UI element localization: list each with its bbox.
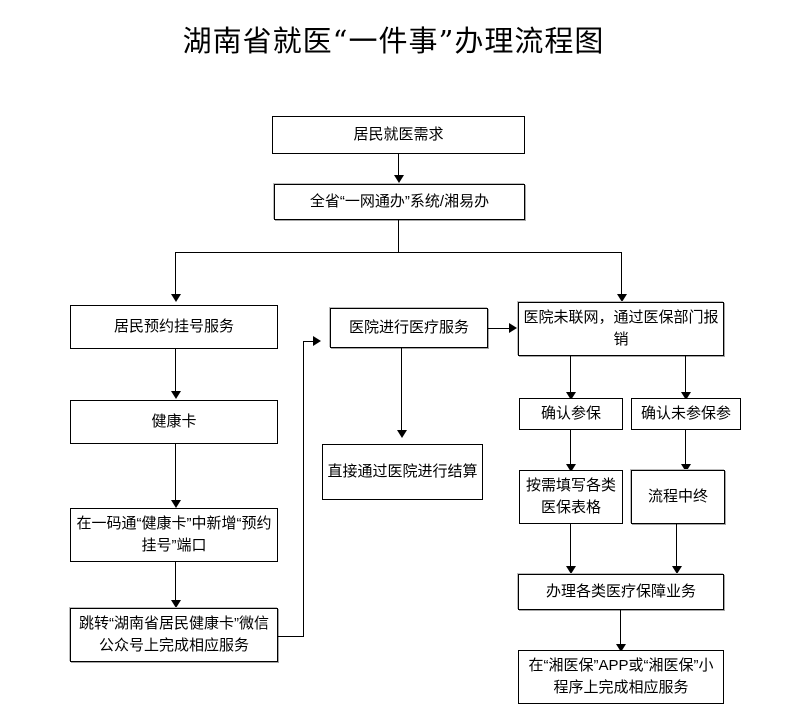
connector-addport-to-wechat — [175, 562, 176, 600]
arrowhead-hospital-to-notnetworked — [509, 323, 517, 333]
connector-notnetworked-to-notinsured — [685, 356, 686, 392]
page-title: 湖南省就医“一件事”办理流程图 — [182, 24, 605, 58]
arrowhead-fillforms-to-handlebusiness — [566, 566, 576, 574]
node-xiang-insurance-app: 在“湘医保”APP或“湘医保”小程序上完成相应服务 — [518, 650, 724, 704]
connector-system-trunk — [398, 220, 399, 253]
node-process-terminated: 流程中终 — [631, 470, 725, 524]
connector-wechat-to-hospital-horizontal-lower — [278, 636, 304, 637]
node-resident-need: 居民就医需求 — [272, 116, 525, 154]
node-fill-insurance-forms: 按需填写各类医保表格 — [519, 470, 623, 524]
node-add-appointment-port-label: 在一码通“健康卡”中新增“预约挂号”端口 — [76, 515, 272, 554]
connector-hospital-to-notnetworked — [488, 328, 510, 329]
connector-processend-to-handlebusiness — [676, 524, 677, 566]
connector-notnetworked-to-insured — [570, 356, 571, 392]
node-provincial-system: 全省“一网通办”系统/湘易办 — [274, 184, 525, 220]
node-appointment-service: 居民预约挂号服务 — [70, 305, 278, 349]
connector-handlebusiness-to-xiangapp — [620, 610, 621, 644]
connector-wechat-to-hospital-horizontal-upper — [303, 341, 318, 342]
node-hospital-medical-service: 医院进行医疗服务 — [330, 308, 488, 348]
node-health-card-label: 健康卡 — [151, 413, 197, 431]
arrowhead-wechat-to-hospital — [313, 336, 321, 346]
connector-split-to-left — [175, 252, 176, 294]
arrowhead-healthcard-to-addport — [171, 500, 181, 508]
node-direct-settlement-label: 直接通过医院进行结算 — [327, 463, 478, 481]
node-resident-need-label: 居民就医需求 — [353, 126, 444, 144]
connector-appointment-to-healthcard — [175, 349, 176, 391]
arrowhead-handlebusiness-to-xiangapp — [616, 644, 626, 652]
connector-split-to-right — [621, 252, 622, 294]
connector-notinsured-to-processend — [685, 430, 686, 464]
node-health-card: 健康卡 — [70, 400, 278, 444]
connector-need-to-system — [398, 154, 399, 175]
node-confirm-insured-label: 确认参保 — [540, 405, 601, 423]
arrowhead-split-to-right — [617, 294, 627, 302]
connector-fillforms-to-handlebusiness — [570, 524, 571, 566]
node-wechat-official-account: 跳转“湖南省居民健康卡”微信公众号上完成相应服务 — [70, 608, 278, 662]
node-fill-insurance-forms-label: 按需填写各类医保表格 — [525, 477, 616, 516]
arrowhead-insured-to-fillforms — [566, 464, 576, 472]
node-process-terminated-label: 流程中终 — [647, 488, 708, 506]
arrowhead-appointment-to-healthcard — [171, 391, 181, 399]
arrowhead-need-to-system — [394, 175, 404, 183]
arrowhead-notnetworked-to-insured — [566, 392, 576, 400]
node-wechat-official-account-label: 跳转“湖南省居民健康卡”微信公众号上完成相应服务 — [79, 615, 269, 654]
arrowhead-processend-to-handlebusiness — [672, 566, 682, 574]
node-direct-settlement: 直接通过医院进行结算 — [322, 444, 483, 500]
node-confirm-not-insured-label: 确认未参保参 — [640, 405, 731, 423]
node-hospital-not-networked: 医院未联网，通过医保部门报销 — [518, 302, 724, 356]
connector-hospital-to-settlement — [401, 348, 402, 430]
node-appointment-service-label: 居民预约挂号服务 — [113, 318, 234, 336]
node-hospital-not-networked-label: 医院未联网，通过医保部门报销 — [523, 309, 719, 348]
node-add-appointment-port: 在一码通“健康卡”中新增“预约挂号”端口 — [70, 508, 278, 562]
arrowhead-split-to-left — [171, 294, 181, 302]
connector-healthcard-to-addport — [175, 444, 176, 500]
connector-wechat-to-hospital-vertical — [303, 341, 304, 637]
node-handle-insurance-business: 办理各类医疗保障业务 — [518, 574, 724, 610]
arrowhead-addport-to-wechat — [171, 600, 181, 608]
node-handle-insurance-business-label: 办理各类医疗保障业务 — [545, 583, 696, 601]
connector-insured-to-fillforms — [570, 430, 571, 464]
node-provincial-system-label: 全省“一网通办”系统/湘易办 — [309, 193, 490, 211]
arrowhead-hospital-to-settlement — [397, 430, 407, 438]
node-confirm-not-insured: 确认未参保参 — [631, 398, 741, 430]
arrowhead-notinsured-to-processend — [681, 464, 691, 472]
connector-system-split-bus — [175, 252, 622, 253]
node-hospital-medical-service-label: 医院进行医疗服务 — [348, 319, 469, 337]
node-confirm-insured: 确认参保 — [519, 398, 623, 430]
node-xiang-insurance-app-label: 在“湘医保”APP或“湘医保”小程序上完成相应服务 — [528, 657, 714, 696]
arrowhead-notnetworked-to-notinsured — [681, 392, 691, 400]
